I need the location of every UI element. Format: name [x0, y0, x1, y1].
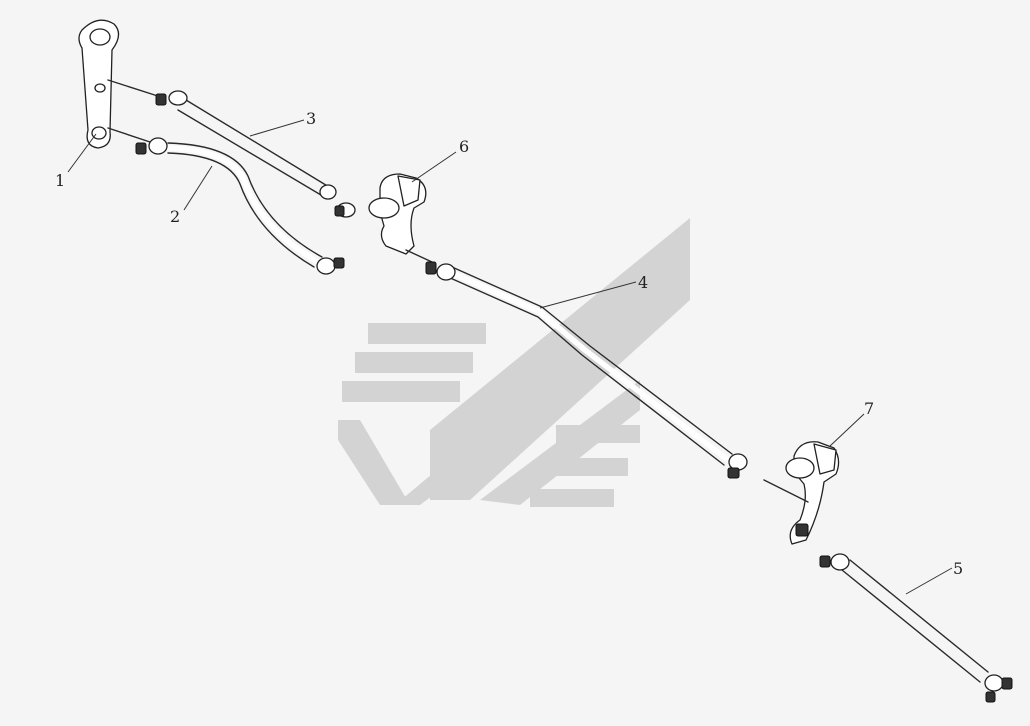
callout-7: 7 — [864, 399, 874, 418]
callout-3: 3 — [306, 109, 316, 128]
bracket-lower — [763, 441, 840, 545]
tie-rod — [425, 261, 748, 479]
callout-4: 4 — [638, 273, 648, 292]
leader-6 — [411, 151, 457, 183]
drag-link-lower — [135, 137, 345, 275]
watermark-logo — [338, 218, 690, 507]
leader-lines — [67, 119, 953, 595]
drag-link-upper — [155, 90, 356, 218]
callout-2: 2 — [170, 207, 180, 226]
leader-1 — [67, 133, 97, 173]
tie-rod-lower — [819, 553, 1013, 703]
leader-7 — [829, 413, 865, 447]
leader-2 — [183, 165, 213, 211]
bracket-upper — [368, 173, 433, 263]
leader-3 — [249, 119, 305, 137]
callout-labels: 1 2 3 4 5 6 7 — [55, 109, 963, 578]
pitman-arm — [78, 19, 165, 149]
callout-6: 6 — [459, 137, 469, 156]
leader-5 — [905, 567, 953, 595]
callout-1: 1 — [55, 171, 65, 190]
callout-5: 5 — [953, 559, 963, 578]
leader-4 — [539, 281, 637, 309]
